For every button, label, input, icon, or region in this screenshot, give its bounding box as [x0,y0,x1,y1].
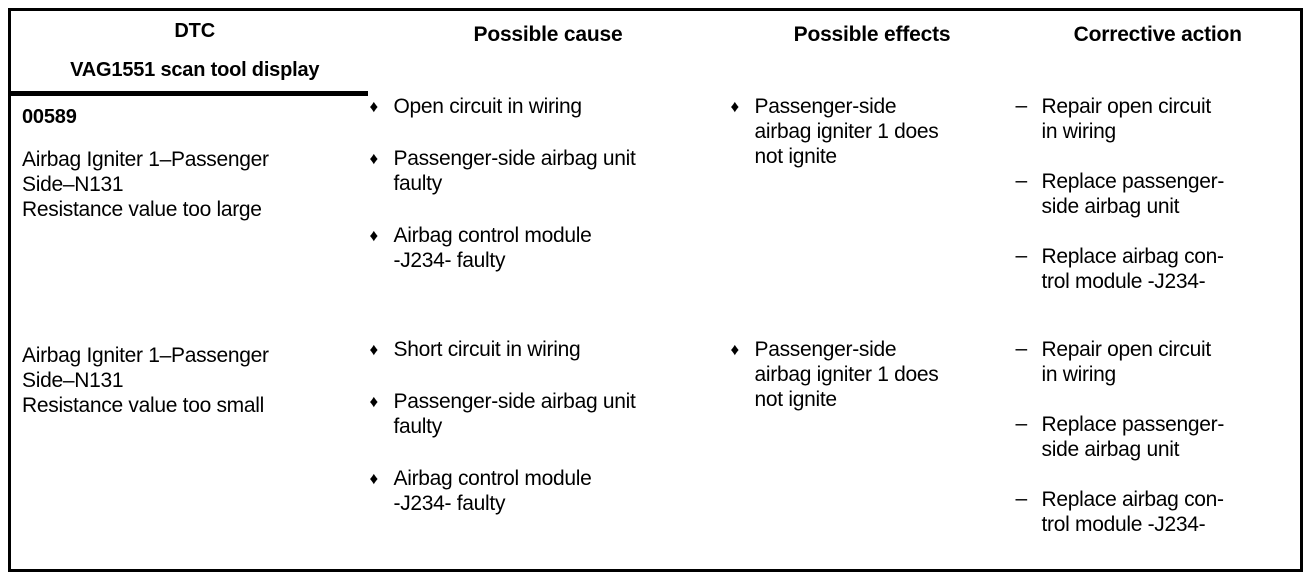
bullet-dash-icon: – [1015,412,1028,436]
list-item: – Replace passenger- side airbag unit [1016,169,1301,219]
cell-possible-cause-row1: ♦ Open circuit in wiring ♦ Passenger-sid… [367,93,729,324]
header-label-possible-cause: Possible cause [473,23,623,46]
list-item: – Replace passenger- side airbag unit [1016,412,1301,462]
bullet-dash-icon: – [1015,93,1028,117]
table-row: ♦ Short circuit in wiring ♦ Passenger-si… [10,323,1302,571]
cell-corrective-action-row1: – Repair open circuit in wiring – Replac… [1015,93,1302,324]
list-item: ♦ Passenger-side airbag unit faulty [368,146,729,196]
list-item: ♦ Passenger-side airbag igniter 1 does n… [729,94,1016,169]
list-item-text: Passenger-side airbag unit faulty [393,390,636,439]
dtc-code-value: 00589 [22,106,77,128]
header-row: DTC VAG1551 scan tool display Possible c… [9,9,1302,96]
cell-possible-effects-row1: ♦ Passenger-side airbag igniter 1 does n… [728,93,1016,324]
table-row: 00589 Airbag Igniter 1–Passenger Side–N1… [9,93,1302,571]
list-item-text: Short circuit in wiring [393,338,581,362]
list-item-text: Replace airbag con- trol module -J234- [1041,244,1225,293]
list-item: ♦ Short circuit in wiring [368,337,729,362]
bullet-diamond-icon: ♦ [369,96,379,116]
header-cell-dtc: DTC VAG1551 scan tool display [9,9,368,96]
header-cell-possible-cause: Possible cause [367,9,729,94]
list-item-text: Airbag control module -J234- faulty [393,223,592,272]
cell-dtc-column: 00589 Airbag Igniter 1–Passenger Side–N1… [9,93,368,571]
header-cell-possible-effects: Possible effects [728,9,1016,94]
list-item-text: Passenger-side airbag igniter 1 does not… [754,338,939,412]
cell-corrective-action-row2: – Repair open circuit in wiring – Replac… [1015,323,1302,571]
list-item-text: Airbag control module -J234- faulty [393,467,592,516]
action-list-row2: – Repair open circuit in wiring – Replac… [1016,323,1301,537]
cell-possible-cause-row2: ♦ Short circuit in wiring ♦ Passenger-si… [367,323,729,571]
header-label-dtc: DTC [174,20,216,42]
table-header: DTC VAG1551 scan tool display Possible c… [9,9,1302,96]
list-item: – Replace airbag con- trol module -J234- [1016,487,1301,537]
header-cell-corrective-action: Corrective action [1015,9,1302,94]
dtc-table: DTC VAG1551 scan tool display Possible c… [8,8,1303,572]
header-label-corrective-action: Corrective action [1073,23,1242,46]
list-item-text: Passenger-side airbag igniter 1 does not… [754,94,939,168]
effects-list-row2: ♦ Passenger-side airbag igniter 1 does n… [729,323,1016,412]
bullet-dash-icon: – [1015,243,1028,267]
bullet-diamond-icon: ♦ [369,225,379,245]
list-item: – Repair open circuit in wiring [1016,94,1301,144]
list-item-text: Replace passenger- side airbag unit [1041,413,1225,462]
bullet-diamond-icon: ♦ [730,96,740,116]
list-item: ♦ Airbag control module -J234- faulty [368,223,729,273]
table-body: 00589 Airbag Igniter 1–Passenger Side–N1… [9,93,1302,571]
list-item: – Replace airbag con- trol module -J234- [1016,244,1301,294]
list-item: – Repair open circuit in wiring [1016,337,1301,387]
bullet-dash-icon: – [1015,337,1028,361]
bullet-diamond-icon: ♦ [369,148,379,168]
list-item-text: Replace airbag con- trol module -J234- [1041,488,1225,537]
header-label-possible-effects: Possible effects [793,23,951,46]
bullet-diamond-icon: ♦ [369,392,379,412]
bullet-diamond-icon: ♦ [369,469,379,489]
cause-list-row2: ♦ Short circuit in wiring ♦ Passenger-si… [368,323,729,516]
bullet-diamond-icon: ♦ [369,340,379,360]
cell-possible-effects-row2: ♦ Passenger-side airbag igniter 1 does n… [728,323,1016,571]
list-item: ♦ Airbag control module -J234- faulty [368,466,729,516]
action-list-row1: – Repair open circuit in wiring – Replac… [1016,94,1301,294]
list-item: ♦ Passenger-side airbag igniter 1 does n… [729,337,1016,412]
bullet-dash-icon: – [1015,487,1028,511]
list-item: ♦ Open circuit in wiring [368,94,729,119]
list-item-text: Open circuit in wiring [393,94,583,118]
bullet-diamond-icon: ♦ [730,340,740,360]
list-item-text: Passenger-side airbag unit faulty [393,146,636,195]
header-label-scan-tool-display: VAG1551 scan tool display [70,59,320,81]
list-item-text: Repair open circuit in wiring [1041,338,1212,387]
list-item-text: Replace passenger- side airbag unit [1041,169,1225,218]
dtc-description-2: Airbag Igniter 1–Passenger Side–N131 Res… [22,344,269,417]
cause-list-row1: ♦ Open circuit in wiring ♦ Passenger-sid… [368,94,729,273]
bullet-dash-icon: – [1015,168,1028,192]
list-item-text: Repair open circuit in wiring [1041,94,1212,143]
list-item: ♦ Passenger-side airbag unit faulty [368,389,729,439]
effects-list-row1: ♦ Passenger-side airbag igniter 1 does n… [729,94,1016,169]
dtc-description-1: Airbag Igniter 1–Passenger Side–N131 Res… [22,148,269,221]
